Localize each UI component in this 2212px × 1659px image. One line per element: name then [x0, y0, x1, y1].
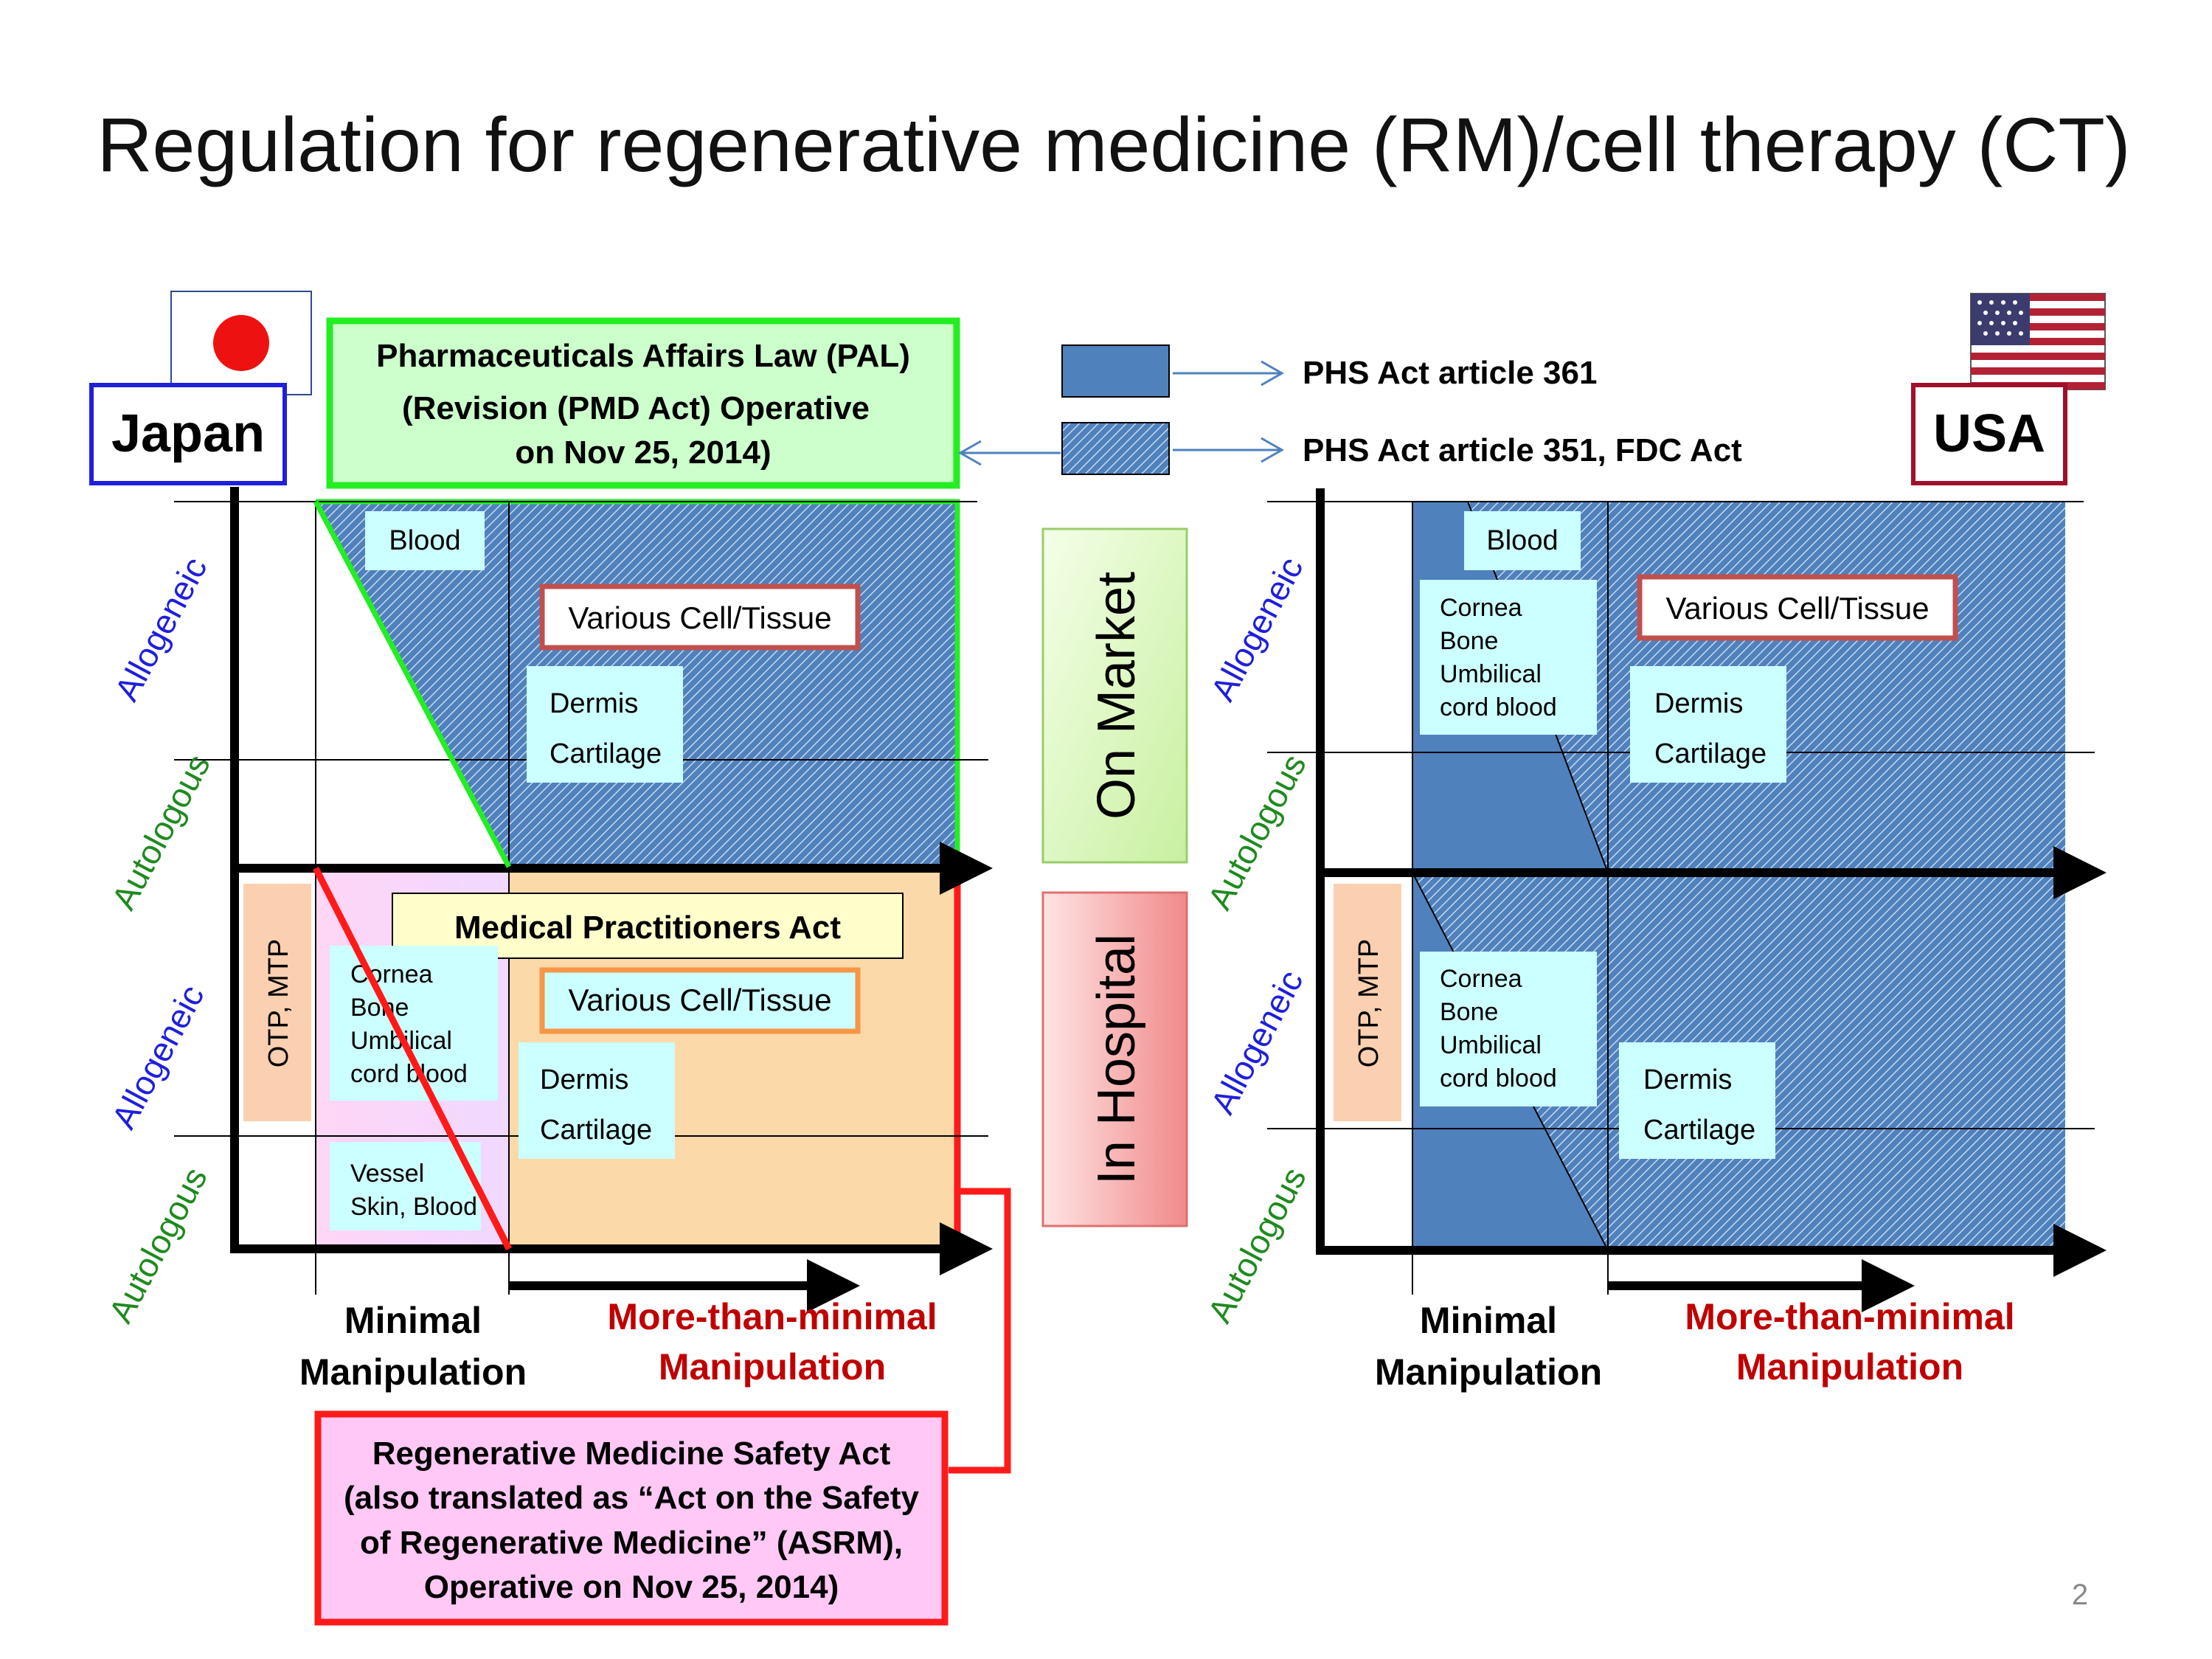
- japan-mpa-box: Medical Practitioners Act: [392, 893, 904, 959]
- japan-blood-label: Blood: [389, 525, 460, 556]
- rmsa-box: Regenerative Medicine Safety Act (also t…: [314, 1410, 949, 1626]
- japan-dermis-bottom-line2: Cartilage: [540, 1115, 652, 1146]
- japan-rmsa-slant: [312, 866, 513, 1251]
- japan-various-top-label: Various Cell/Tissue: [568, 600, 831, 635]
- usa-cornea-top-line1: Cornea: [1440, 594, 1522, 622]
- usa-x-more-line2: Manipulation: [1736, 1346, 1963, 1388]
- japan-label: Japan: [111, 404, 265, 463]
- japan-dermis-top-box: Dermis Cartilage: [527, 666, 683, 783]
- on-market-label: On Market: [1087, 572, 1146, 820]
- rmsa-line1: Regenerative Medicine Safety Act: [372, 1435, 891, 1472]
- usa-x-more-line1: More-than-minimal: [1685, 1296, 2014, 1337]
- japan-otp-label: OTP, MTP: [263, 939, 294, 1068]
- usa-dermis-top-line1: Dermis: [1654, 688, 1743, 719]
- usa-cornea-bottom-line2: Bone: [1440, 998, 1498, 1026]
- usa-cornea-top-line2: Bone: [1440, 627, 1498, 655]
- japan-dermis-top-line1: Dermis: [549, 688, 638, 719]
- usa-y-label-autologous-1: Autologous: [1200, 748, 1314, 916]
- usa-axes: [1316, 488, 2107, 1312]
- japan-y-label-allogeneic-1: Allogeneic: [107, 551, 215, 707]
- usa-cornea-top-box: Cornea Bone Umbilical cord blood: [1420, 580, 1597, 735]
- usa-cornea-top-line4: cord blood: [1440, 693, 1557, 721]
- usa-otp-box: OTP, MTP: [1334, 884, 1401, 1121]
- in-hospital-label: In Hospital: [1087, 934, 1146, 1185]
- usa-y-label-allogeneic-1: Allogeneic: [1203, 551, 1311, 707]
- pal-line3: on Nov 25, 2014): [515, 434, 771, 471]
- japan-vessel-box: Vessel Skin, Blood: [330, 1142, 481, 1230]
- legend-solid: PHS Act article 361: [1061, 344, 1597, 398]
- pal-line2: (Revision (PMD Act) Operative: [402, 390, 870, 426]
- usa-label-box: USA: [1911, 383, 2067, 485]
- usa-dermis-top-line2: Cartilage: [1654, 738, 1767, 769]
- usa-cornea-bottom-line1: Cornea: [1440, 965, 1522, 993]
- usa-x-minimal-line2: Manipulation: [1375, 1351, 1602, 1393]
- japan-x-minimal-line1: Minimal: [344, 1300, 482, 1341]
- in-hospital-box: In Hospital: [1041, 891, 1188, 1227]
- japan-label-box: Japan: [89, 383, 287, 485]
- japan-blood-box: Blood: [365, 511, 485, 570]
- japan-x-minimal-line2: Manipulation: [299, 1351, 527, 1393]
- usa-dermis-bottom-box: Dermis Cartilage: [1619, 1042, 1775, 1159]
- on-market-box: On Market: [1041, 527, 1188, 864]
- japan-otp-box: OTP, MTP: [243, 884, 311, 1121]
- usa-cornea-bottom-line4: cord blood: [1440, 1064, 1557, 1092]
- japan-cornea-line4: cord blood: [350, 1060, 468, 1088]
- japan-dermis-top-line2: Cartilage: [549, 738, 662, 769]
- usa-dermis-bottom-line1: Dermis: [1643, 1064, 1732, 1095]
- usa-various-top-label: Various Cell/Tissue: [1665, 591, 1929, 626]
- usa-grid: [1267, 501, 2095, 1295]
- japan-dermis-bottom-box: Dermis Cartilage: [519, 1042, 675, 1159]
- japan-y-label-autologous-2: Autologous: [101, 1161, 215, 1329]
- usa-otp-label: OTP, MTP: [1353, 939, 1384, 1068]
- usa-x-minimal-line1: Minimal: [1420, 1300, 1557, 1341]
- legend-hatched-label: PHS Act article 351, FDC Act: [1303, 432, 1742, 468]
- japan-flag: [170, 291, 312, 395]
- japan-various-bottom-label: Various Cell/Tissue: [568, 983, 831, 1017]
- usa-flag: [1970, 293, 2106, 390]
- usa-y-label-allogeneic-2: Allogeneic: [1203, 964, 1311, 1121]
- japan-vessel-line1: Vessel: [350, 1160, 424, 1188]
- japan-dermis-bottom-line1: Dermis: [540, 1064, 628, 1095]
- japan-mpa-label: Medical Practitioners Act: [454, 910, 841, 946]
- japan-axes: [230, 487, 993, 1312]
- legend-solid-label: PHS Act article 361: [1303, 355, 1597, 391]
- usa-various-top-box: Various Cell/Tissue: [1637, 574, 1958, 641]
- rmsa-line4: Operative on Nov 25, 2014): [424, 1569, 839, 1605]
- usa-dermis-top-box: Dermis Cartilage: [1630, 666, 1786, 783]
- japan-cornea-box: Cornea Bone Umbilical cord blood: [330, 946, 498, 1101]
- rmsa-line2: (also translated as “Act on the Safety: [344, 1480, 920, 1516]
- japan-pal-slant: [313, 500, 512, 868]
- pal-line1: Pharmaceuticals Affairs Law (PAL): [376, 338, 910, 374]
- usa-y-label-autologous-2: Autologous: [1200, 1161, 1314, 1329]
- page-title: Regulation for regenerative medicine (RM…: [97, 103, 2130, 188]
- japan-y-label-autologous-1: Autologous: [104, 748, 218, 916]
- usa-blood-box: Blood: [1464, 511, 1581, 570]
- japan-various-bottom-box: Various Cell/Tissue: [539, 967, 861, 1034]
- usa-cornea-bottom-line3: Umbilical: [1440, 1031, 1542, 1059]
- legend-hatched: PHS Act article 351, FDC Act: [957, 422, 1742, 475]
- japan-various-top-box: Various Cell/Tissue: [539, 583, 861, 651]
- rmsa-line3: of Regenerative Medicine” (ASRM),: [360, 1525, 903, 1561]
- usa-cornea-bottom-box: Cornea Bone Umbilical cord blood: [1420, 952, 1597, 1106]
- usa-cornea-top-line3: Umbilical: [1440, 660, 1542, 688]
- japan-x-more-line1: More-than-minimal: [607, 1296, 937, 1337]
- japan-x-more-line2: Manipulation: [659, 1346, 886, 1388]
- japan-rmsa-connector: [949, 1188, 1011, 1474]
- pal-box: Pharmaceuticals Affairs Law (PAL) (Revis…: [326, 317, 960, 489]
- page-number: 2: [2072, 1579, 2088, 1611]
- usa-label: USA: [1933, 404, 2045, 463]
- japan-vessel-line2: Skin, Blood: [350, 1193, 477, 1221]
- usa-dermis-bottom-line2: Cartilage: [1643, 1115, 1755, 1146]
- usa-blood-label: Blood: [1486, 525, 1558, 556]
- japan-y-label-allogeneic-2: Allogeneic: [104, 979, 212, 1135]
